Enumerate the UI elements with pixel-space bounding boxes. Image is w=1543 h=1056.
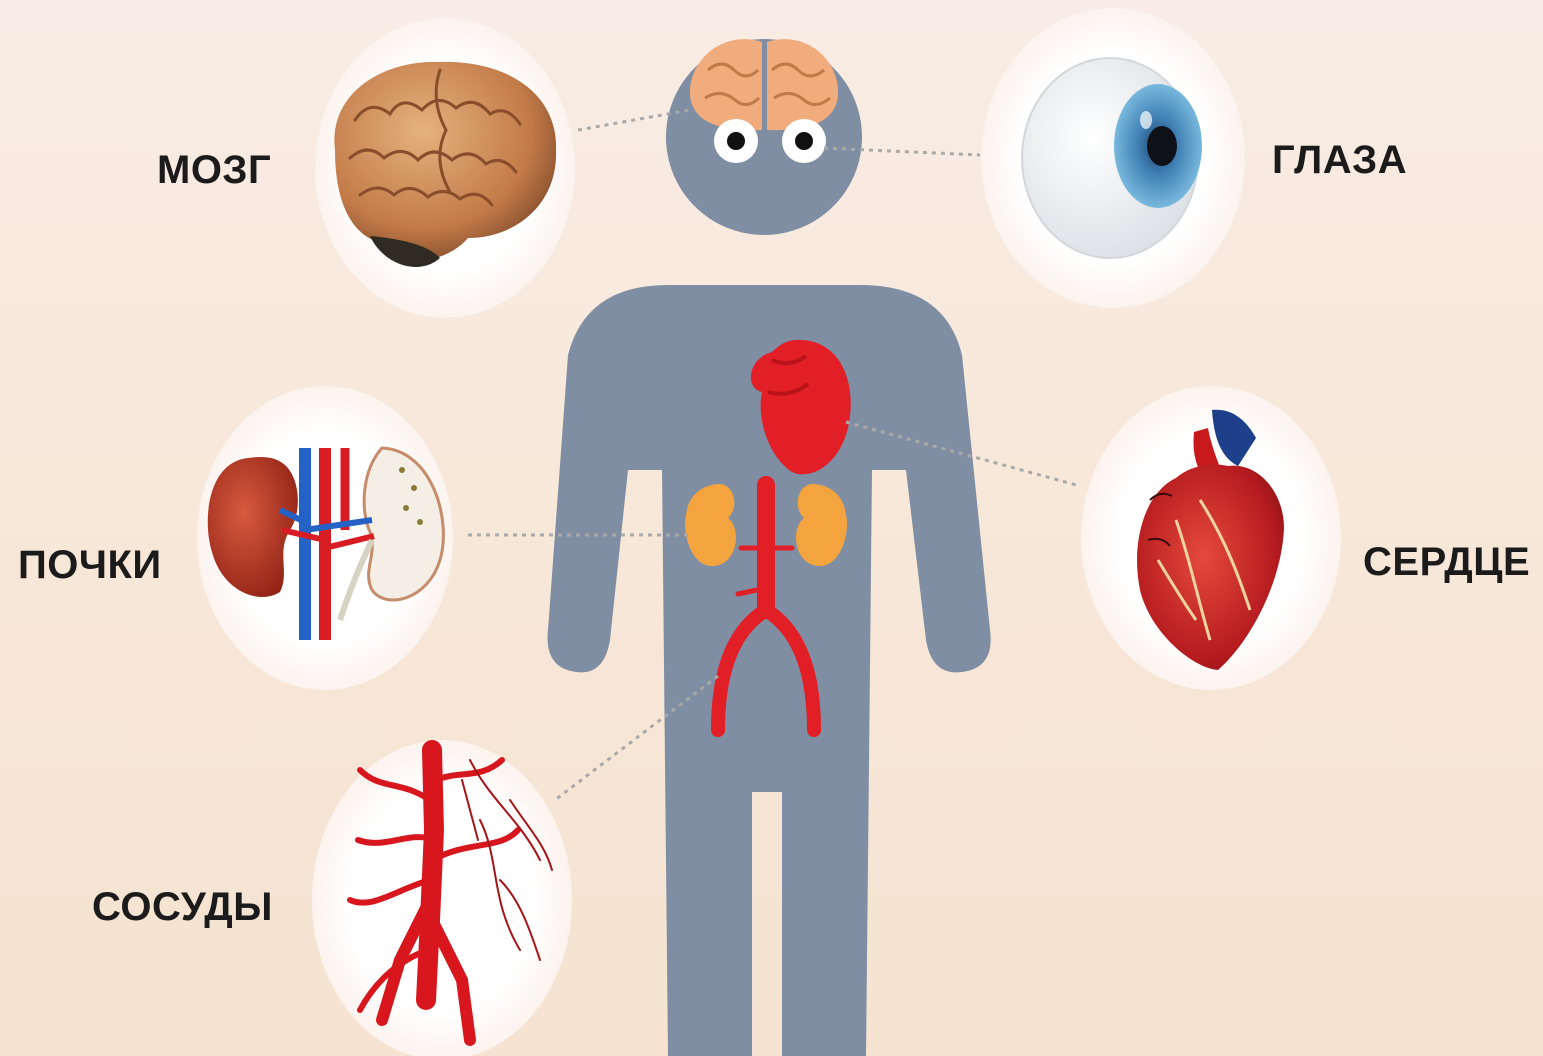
vessels-bubble	[312, 740, 572, 1056]
label-eyes: ГЛАЗА	[1272, 138, 1407, 183]
label-heart: СЕРДЦЕ	[1363, 540, 1530, 585]
label-brain: МОЗГ	[157, 148, 271, 193]
label-vessels: СОСУДЫ	[92, 885, 273, 930]
eye-bubble	[981, 8, 1245, 308]
brain-bubble	[315, 18, 575, 318]
label-kidneys: ПОЧКИ	[18, 543, 162, 588]
figure-head	[666, 39, 862, 235]
heart-bubble	[1081, 386, 1341, 690]
kidneys-bubble	[197, 386, 453, 690]
